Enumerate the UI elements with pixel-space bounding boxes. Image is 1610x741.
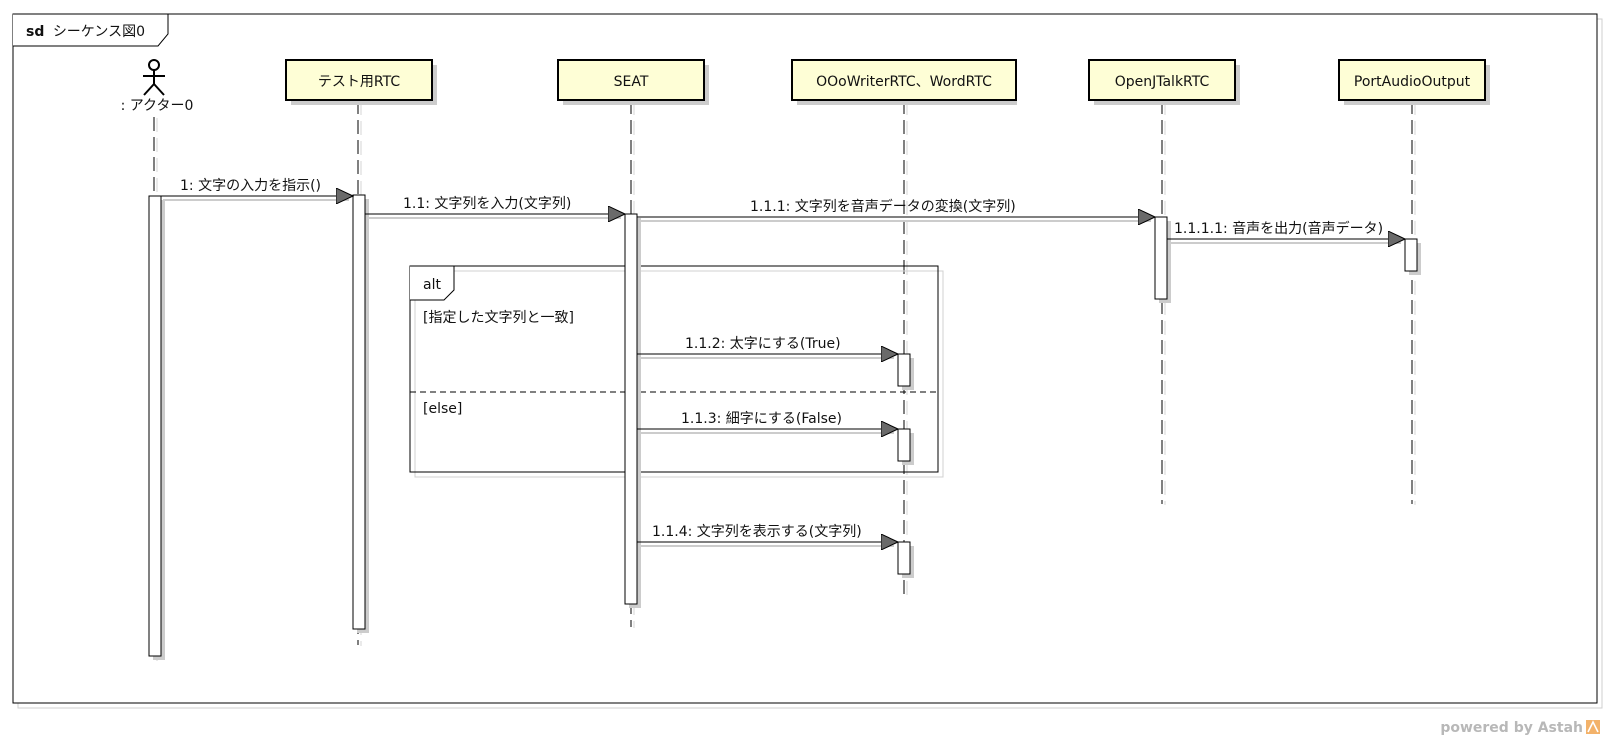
actor-icon — [143, 59, 165, 96]
message-m114: 1.1.4: 文字列を表示する(文字列) — [637, 524, 898, 546]
actor-label: : アクター0 — [121, 98, 194, 114]
alt-guard-2: [else] — [423, 401, 462, 417]
activation-jtalk — [1154, 216, 1168, 300]
message-label-m1: 1: 文字の入力を指示() — [180, 178, 321, 194]
message-m1: 1: 文字の入力を指示() — [161, 178, 353, 200]
frame-label-box — [13, 13, 169, 47]
lifeline-head-test: テスト用RTC — [285, 59, 437, 105]
activation-writer-3 — [897, 541, 911, 575]
message-m112: 1.1.2: 太字にする(True) — [637, 336, 898, 358]
watermark-brand: Astah — [1538, 720, 1583, 736]
lifeline-label-writer: OOoWriterRTC、WordRTC — [816, 74, 992, 90]
lifeline-label-test: テスト用RTC — [318, 74, 400, 90]
message-label-m113: 1.1.3: 細字にする(False) — [681, 411, 842, 427]
alt-guard-1: [指定した文字列と一致] — [423, 310, 574, 326]
lifeline-head-jtalk: OpenJTalkRTC — [1088, 59, 1240, 105]
message-label-m112: 1.1.2: 太字にする(True) — [685, 336, 841, 352]
alt-operator: alt — [423, 277, 441, 293]
lifeline-label-audio: PortAudioOutput — [1354, 74, 1471, 90]
message-label-m1111: 1.1.1.1: 音声を出力(音声データ) — [1174, 220, 1383, 237]
message-m11: 1.1: 文字列を入力(文字列) — [365, 196, 625, 218]
frame-keyword: sd — [26, 24, 44, 40]
activation-actor — [148, 195, 162, 657]
astah-logo-icon — [1586, 720, 1600, 734]
activation-seat — [624, 213, 638, 605]
message-label-m11: 1.1: 文字列を入力(文字列) — [403, 196, 571, 212]
lifeline-label-seat: SEAT — [614, 74, 649, 90]
alt-fragment: alt [指定した文字列と一致] [else] — [409, 265, 944, 478]
message-m113: 1.1.3: 細字にする(False) — [637, 411, 898, 433]
watermark-prefix: powered by — [1440, 720, 1537, 736]
activation-writer-1 — [897, 353, 911, 387]
lifeline-head-seat: SEAT — [557, 59, 709, 105]
watermark: powered by Astah — [1440, 720, 1583, 736]
activation-writer-2 — [897, 428, 911, 462]
frame-name: シーケンス図0 — [53, 24, 145, 40]
alt-operator-box — [410, 265, 455, 301]
message-label-m111: 1.1.1: 文字列を音声データの変換(文字列) — [750, 198, 1016, 215]
activation-test — [352, 194, 366, 630]
lifeline-label-jtalk: OpenJTalkRTC — [1115, 74, 1210, 90]
lifeline-head-audio: PortAudioOutput — [1338, 59, 1490, 105]
message-label-m114: 1.1.4: 文字列を表示する(文字列) — [652, 524, 862, 540]
frame-title: sd シーケンス図0 — [26, 24, 145, 40]
lifeline-head-writer: OOoWriterRTC、WordRTC — [791, 59, 1017, 105]
message-m111: 1.1.1: 文字列を音声データの変換(文字列) — [637, 198, 1155, 221]
activation-audio — [1404, 238, 1418, 272]
activations — [148, 194, 1421, 660]
message-m1111: 1.1.1.1: 音声を出力(音声データ) — [1167, 220, 1405, 243]
